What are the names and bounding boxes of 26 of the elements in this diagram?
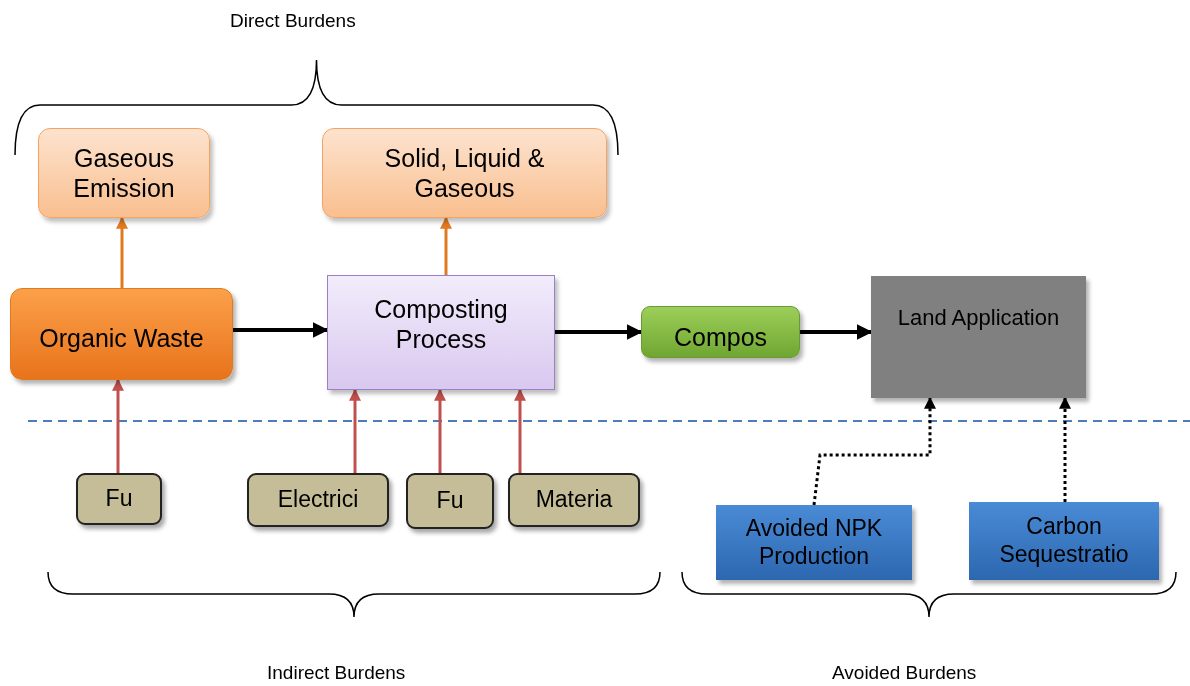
process-box: Electrici [247, 473, 389, 527]
arrow [434, 388, 446, 473]
process-box: Compos [641, 306, 800, 358]
process-box: Fu [76, 473, 162, 525]
group-label: Avoided Burdens [832, 662, 977, 684]
process-box: Composting Process [327, 275, 555, 390]
arrow [514, 388, 526, 473]
arrow [233, 322, 329, 338]
arrow [116, 216, 128, 288]
arrow [555, 324, 643, 340]
group-label: Indirect Burdens [267, 662, 406, 684]
process-box: Materia [508, 473, 640, 527]
process-box: Solid, Liquid & Gaseous [322, 128, 607, 218]
arrow [112, 378, 124, 473]
arrow [440, 216, 452, 275]
process-box: Gaseous Emission [38, 128, 210, 218]
process-box: Carbon Sequestratio [969, 502, 1159, 580]
arrow [812, 396, 936, 506]
group-label: Direct Burdens [230, 10, 356, 32]
process-box: Organic Waste [10, 288, 233, 380]
arrow [1059, 396, 1071, 502]
arrow [349, 388, 361, 473]
process-box: Land Application [871, 276, 1086, 398]
process-box: Fu [406, 473, 494, 529]
process-box: Avoided NPK Production [716, 505, 912, 580]
arrow [800, 324, 873, 340]
